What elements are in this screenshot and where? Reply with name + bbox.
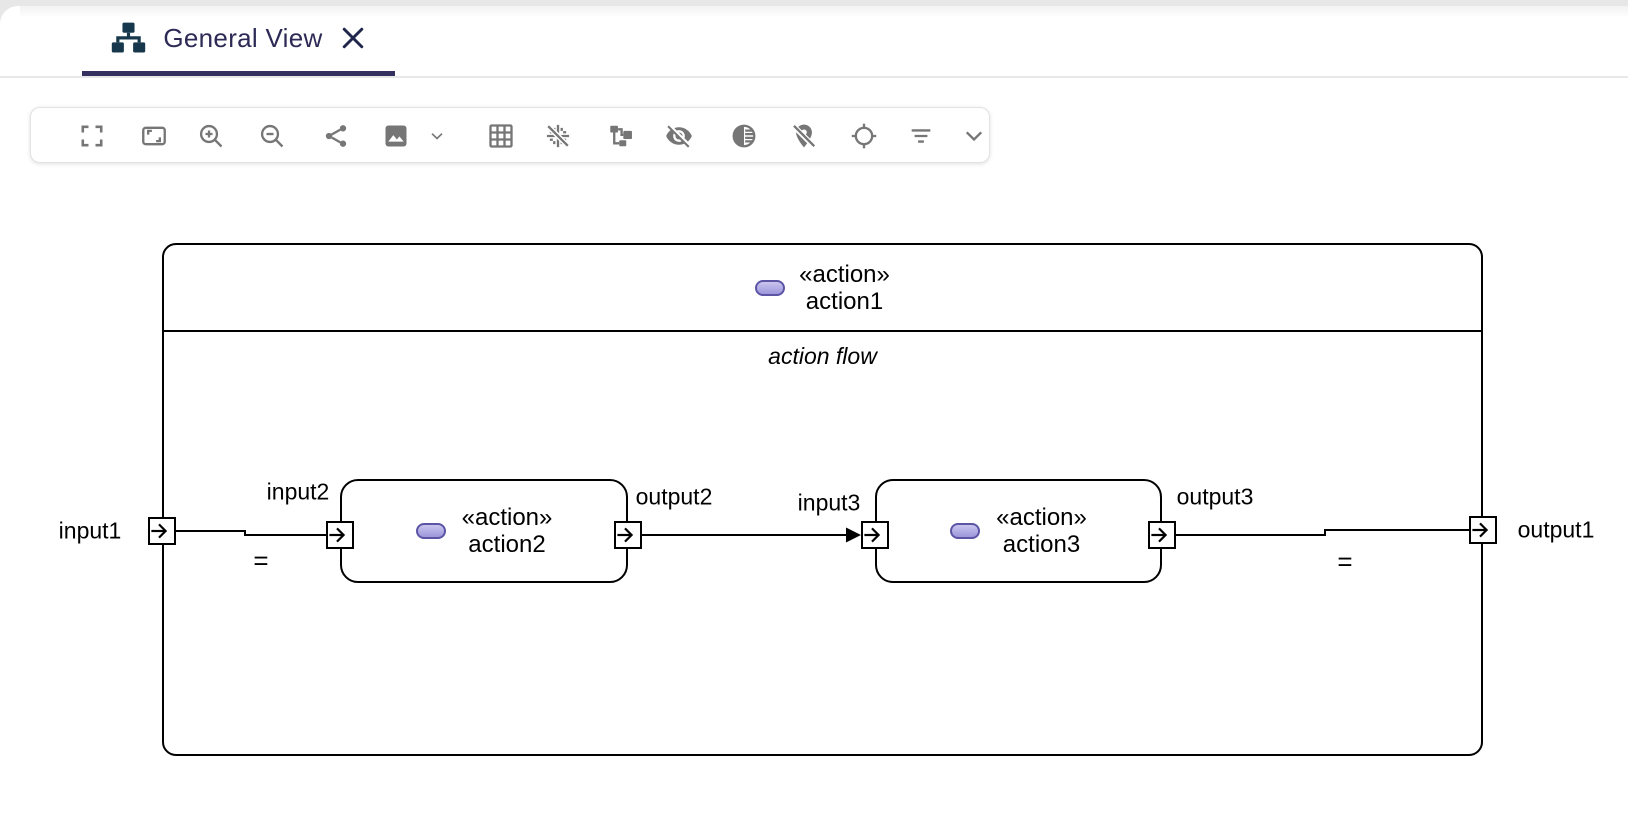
port-arrow-icon <box>1472 522 1489 538</box>
grid-icon <box>489 124 513 148</box>
port-arrow-icon <box>329 527 346 543</box>
node-action1-name: action1 <box>805 287 884 315</box>
port-arrow-icon <box>617 527 634 543</box>
binding-symbol-left: = <box>253 545 269 576</box>
port-arrow-icon <box>864 527 881 543</box>
zoom-out-button[interactable] <box>258 122 286 150</box>
reveal-selection-button[interactable] <box>850 122 878 150</box>
export-options-chevron-icon <box>431 133 443 140</box>
tab-title: General View <box>163 22 323 53</box>
node-action1-stereotype: «action» <box>799 260 890 288</box>
fit-to-screen-button[interactable] <box>140 122 168 150</box>
close-icon[interactable] <box>338 23 368 53</box>
port-arrow-icon <box>151 523 168 539</box>
node-action2-stereotype: «action» <box>461 504 553 531</box>
diagram-toolbar <box>30 107 990 163</box>
snap-grid-off-icon <box>545 123 571 149</box>
port-input1[interactable] <box>148 517 176 545</box>
export-image-button[interactable] <box>382 122 410 150</box>
connection-input1-to-input2[interactable] <box>176 530 326 536</box>
snap-to-grid-off-button[interactable] <box>544 122 572 150</box>
filter-button[interactable] <box>907 122 935 150</box>
zoom-in-icon <box>199 124 223 148</box>
port-label-output2: output2 <box>635 483 713 510</box>
hide-elements-button[interactable] <box>665 122 693 150</box>
action-chip-icon <box>755 279 786 296</box>
fullscreen-button[interactable] <box>78 122 106 150</box>
more-tools-button[interactable] <box>960 122 988 150</box>
port-label-output1: output1 <box>1517 516 1595 543</box>
node-action3[interactable]: «action» action3 <box>875 479 1162 583</box>
filter-icon <box>911 129 931 143</box>
fullscreen-icon <box>81 125 103 147</box>
toggle-grid-button[interactable] <box>487 122 515 150</box>
zoom-in-button[interactable] <box>197 122 225 150</box>
diagram-tree-icon <box>112 22 146 52</box>
action-chip-icon <box>950 523 981 539</box>
port-label-output3: output3 <box>1176 483 1254 510</box>
tabbar-divider <box>0 76 1628 78</box>
fit-screen-icon <box>142 126 166 146</box>
node-action2-name: action2 <box>468 531 546 558</box>
eye-off-icon <box>666 125 692 148</box>
diagram-canvas[interactable]: «action» action1 action flow «action» ac… <box>0 6 1628 828</box>
share-button[interactable] <box>322 122 350 150</box>
port-output2[interactable] <box>614 521 642 549</box>
crosshair-icon <box>851 123 877 149</box>
arrange-all-button[interactable] <box>607 122 635 150</box>
zoom-out-icon <box>260 124 284 148</box>
tab-general-view[interactable]: General View <box>82 6 395 76</box>
unpin-elements-button[interactable] <box>790 122 818 150</box>
port-label-input2: input2 <box>266 478 330 505</box>
port-arrow-icon <box>1151 527 1168 543</box>
port-label-input3: input3 <box>797 489 861 516</box>
fade-contrast-icon <box>732 124 756 148</box>
node-action2[interactable]: «action» action2 <box>340 479 628 583</box>
main-panel: General View <box>0 6 1628 828</box>
port-output3[interactable] <box>1148 521 1176 549</box>
binding-symbol-right: = <box>1337 546 1353 577</box>
export-image-icon <box>385 125 407 147</box>
node-action3-stereotype: «action» <box>996 504 1087 531</box>
export-image-options-button[interactable] <box>427 126 447 146</box>
pin-off-icon <box>790 123 817 150</box>
port-label-input1: input1 <box>58 517 122 544</box>
action-chip-icon <box>415 523 446 539</box>
node-action1-header: «action» action1 <box>164 245 1481 332</box>
connection-output3-to-output1[interactable] <box>1176 529 1469 536</box>
node-action3-name: action3 <box>1002 531 1081 558</box>
fade-elements-button[interactable] <box>730 122 758 150</box>
port-input3[interactable] <box>861 521 889 549</box>
flow-compartment-label: action flow <box>768 343 877 369</box>
more-tools-chevron-icon <box>965 131 983 142</box>
port-output1[interactable] <box>1469 516 1497 544</box>
arrange-all-icon <box>610 125 632 147</box>
port-input2[interactable] <box>326 521 354 549</box>
share-icon <box>325 125 347 147</box>
